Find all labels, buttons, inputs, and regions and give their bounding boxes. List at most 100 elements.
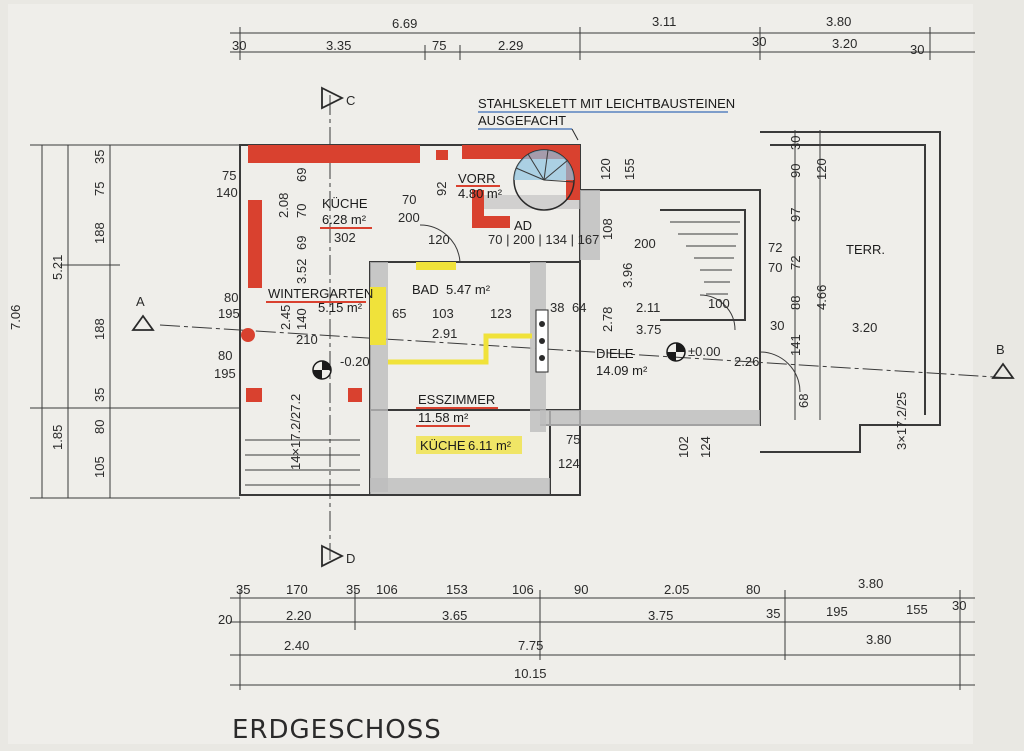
dim-inner-j: 69	[294, 236, 309, 250]
dim-right-7: 72	[788, 256, 803, 270]
dim-inner-r: 2.91	[432, 326, 457, 341]
dim-left-inner-5: 35	[92, 388, 107, 402]
dim-left-inner-4: 188	[92, 318, 107, 340]
room-name-kueche-lower: KÜCHE	[420, 438, 466, 453]
room-name-wintergarten: WINTERGARTEN	[268, 286, 373, 301]
dim-left-outer: 7.06	[8, 305, 23, 330]
dim-inner-f: 195	[214, 366, 236, 381]
dim-left-inner-7: 105	[92, 456, 107, 478]
dim-inner-p: 103	[432, 306, 454, 321]
room-area-kueche-lower: 6.11 m²	[468, 438, 512, 453]
room-labels: KÜCHE 6.28 m² 302 VORR 4.80 m² AD 70 | 2…	[266, 171, 885, 454]
main-staircase	[660, 209, 746, 321]
room-name-esszimmer: ESSZIMMER	[418, 392, 495, 407]
building-walls	[239, 131, 941, 496]
room-name-diele: DIELE	[596, 346, 634, 361]
dim-b1-7: 90	[574, 582, 588, 597]
dim-inner-ab: 120	[598, 158, 613, 180]
dim-left-inner-2: 75	[92, 182, 107, 196]
dim-inner-ah: 38	[550, 300, 564, 315]
room-dims-ad: 70 | 200 | 134 | 167	[488, 232, 599, 247]
dim-top-part-4: 2.29	[498, 38, 523, 53]
spiral-staircase	[513, 149, 575, 211]
level-main-label: ±0.00	[688, 344, 720, 359]
dim-bottom-total: 10.15	[514, 666, 547, 681]
door-swings	[419, 224, 801, 393]
dim-right-10: 141	[788, 334, 803, 356]
dim-b2-6: 195	[826, 604, 848, 619]
dim-b2-2: 2.20	[286, 608, 311, 623]
dim-inner-ae: 124	[558, 456, 580, 471]
dim-b3-3: 3.80	[866, 632, 891, 647]
note-line-1: STAHLSKELETT MIT LEICHTBAUSTEINEN	[478, 96, 735, 111]
interior-dimensions: 75 140 80 195 80 195 2.08 69 70 69 3.52 …	[214, 158, 909, 471]
dim-inner-ai: 64	[572, 300, 586, 315]
room-area-kueche-upper: 6.28 m²	[322, 212, 367, 227]
dim-inner-b: 140	[216, 185, 238, 200]
stairs-side-label: 3×17.2/25	[894, 392, 909, 450]
dim-inner-e: 80	[218, 348, 232, 363]
dim-top-part-7: 30	[910, 42, 924, 57]
dim-top-part-2: 3.35	[326, 38, 351, 53]
dim-right-5: 72	[768, 240, 782, 255]
dim-inner-d: 195	[218, 306, 240, 321]
room-name-kueche-upper: KÜCHE	[322, 196, 368, 211]
dim-right-1: 30	[788, 136, 803, 150]
dim-left-mid-2: 1.85	[50, 425, 65, 450]
dim-b1-4: 106	[376, 582, 398, 597]
room-area-esszimmer: 11.58 m²	[418, 410, 469, 425]
dimension-lines	[30, 27, 1011, 690]
dim-left-inner-6: 80	[92, 420, 107, 434]
dim-inner-o: 65	[392, 306, 406, 321]
dim-inner-k: 3.52	[294, 259, 309, 284]
dim-b2-1: 20	[218, 612, 232, 627]
room-area-vorr: 4.80 m²	[458, 186, 503, 201]
dim-b1-8: 2.05	[664, 582, 689, 597]
dim-inner-s: 2.11	[636, 300, 660, 315]
room-dim-kueche-upper: 302	[334, 230, 356, 245]
dim-inner-ad: 75	[566, 432, 580, 447]
dim-top-part-5: 30	[752, 34, 766, 49]
dim-top-total-1: 6.69	[392, 16, 417, 31]
room-name-vorr: VORR	[458, 171, 496, 186]
dim-right-8: 88	[788, 296, 803, 310]
drawing-title: ERDGESCHOSS	[232, 715, 442, 745]
dim-left-mid-1: 5.21	[50, 255, 65, 280]
dim-inner-h: 69	[294, 168, 309, 182]
dim-inner-am: 200	[398, 210, 420, 225]
dim-b3-1: 2.40	[284, 638, 309, 653]
dim-inner-a: 75	[222, 168, 236, 183]
section-label-c: C	[346, 93, 355, 108]
section-label-b: B	[996, 342, 1005, 357]
dim-inner-al: 120	[428, 232, 450, 247]
dim-right-6: 70	[768, 260, 782, 275]
dim-inner-ac: 155	[622, 158, 637, 180]
dim-right-9: 4.66	[814, 285, 829, 310]
dim-inner-af: 102	[676, 436, 691, 458]
dim-inner-aj: 30	[770, 318, 784, 333]
dim-inner-ak: 92	[434, 182, 449, 196]
dim-inner-w: 3.20	[852, 320, 877, 335]
dim-inner-l: 2.45	[278, 305, 293, 330]
right-dimensions: 30 90 120 97 72 70 72 88 4.66 141 68	[768, 136, 829, 408]
note-line-2: AUSGEFACHT	[478, 113, 566, 128]
dim-left-inner-3: 188	[92, 222, 107, 244]
section-markers: C D A B	[131, 86, 1015, 568]
bottom-dimensions: 35 170 35 106 153 106 90 2.05 80 3.80 20…	[218, 576, 966, 681]
section-label-d: D	[346, 551, 355, 566]
level-wintergarten-label: -0.20	[340, 354, 370, 369]
construction-note: STAHLSKELETT MIT LEICHTBAUSTEINEN AUSGEF…	[478, 96, 735, 141]
dim-top-part-6: 3.20	[832, 36, 857, 51]
room-name-bad: BAD	[412, 282, 439, 297]
dim-b1-10: 3.80	[858, 576, 883, 591]
dim-inner-y: 100	[708, 296, 730, 311]
dim-right-4: 97	[788, 208, 803, 222]
dim-inner-c: 80	[224, 290, 238, 305]
dim-inner-aa: 200	[634, 236, 656, 251]
room-area-bad: 5.47 m²	[446, 282, 491, 297]
dim-inner-t: 3.75	[636, 322, 661, 337]
dim-b2-5: 35	[766, 606, 780, 621]
section-label-a: A	[136, 294, 145, 309]
left-dimensions: 7.06 5.21 1.85 35 75 188 188 35 80 105	[8, 150, 107, 478]
